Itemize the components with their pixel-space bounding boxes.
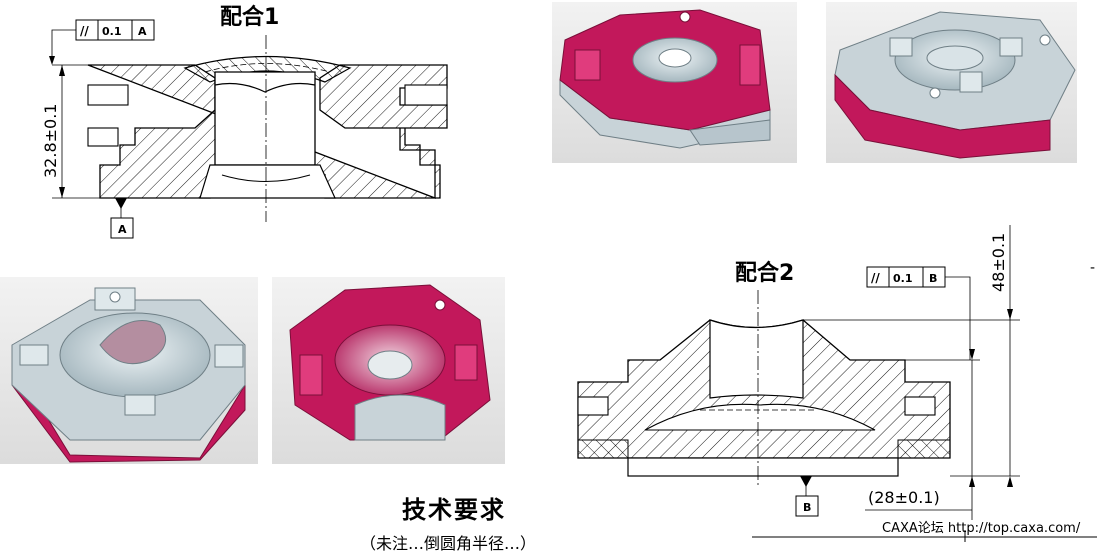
fit1-parallelism-symbol: // (80, 24, 89, 38)
part-render-4 (272, 277, 505, 464)
fit2-tolerance-value: 0.1 (893, 272, 913, 285)
fit1-datum-label: A (118, 223, 127, 236)
section-drawing-fit1 (49, 19, 448, 239)
part-render-2 (826, 2, 1077, 163)
fit2-dimension-height: 48±0.1 (989, 233, 1008, 292)
fit2-parallelism-symbol: // (871, 271, 880, 285)
stray-dash: - (1090, 260, 1095, 276)
tech-requirements-title: 技术要求 (402, 495, 506, 524)
section-drawing-fit2 (577, 225, 1097, 542)
fit2-title: 配合2 (735, 260, 794, 286)
drawing-canvas: 配合1 // 0.1 A A 32.8±0.1 (0, 2, 1097, 542)
fit2-dimension-ref: (28±0.1) (868, 488, 940, 507)
fit1-tolerance-value: 0.1 (102, 25, 122, 38)
watermark: CAXA论坛 http://top.caxa.com/ (882, 521, 1081, 536)
fit2-tolerance-datum: B (929, 272, 937, 285)
fit1-tolerance-datum: A (138, 25, 147, 38)
tech-requirements-note: （未注…倒圆角半径…） (360, 534, 537, 553)
fit2-datum-label: B (803, 501, 811, 514)
fit1-title: 配合1 (220, 4, 279, 30)
fit1-dimension: 32.8±0.1 (41, 104, 60, 178)
part-render-3 (0, 277, 258, 464)
part-render-1 (552, 2, 797, 163)
